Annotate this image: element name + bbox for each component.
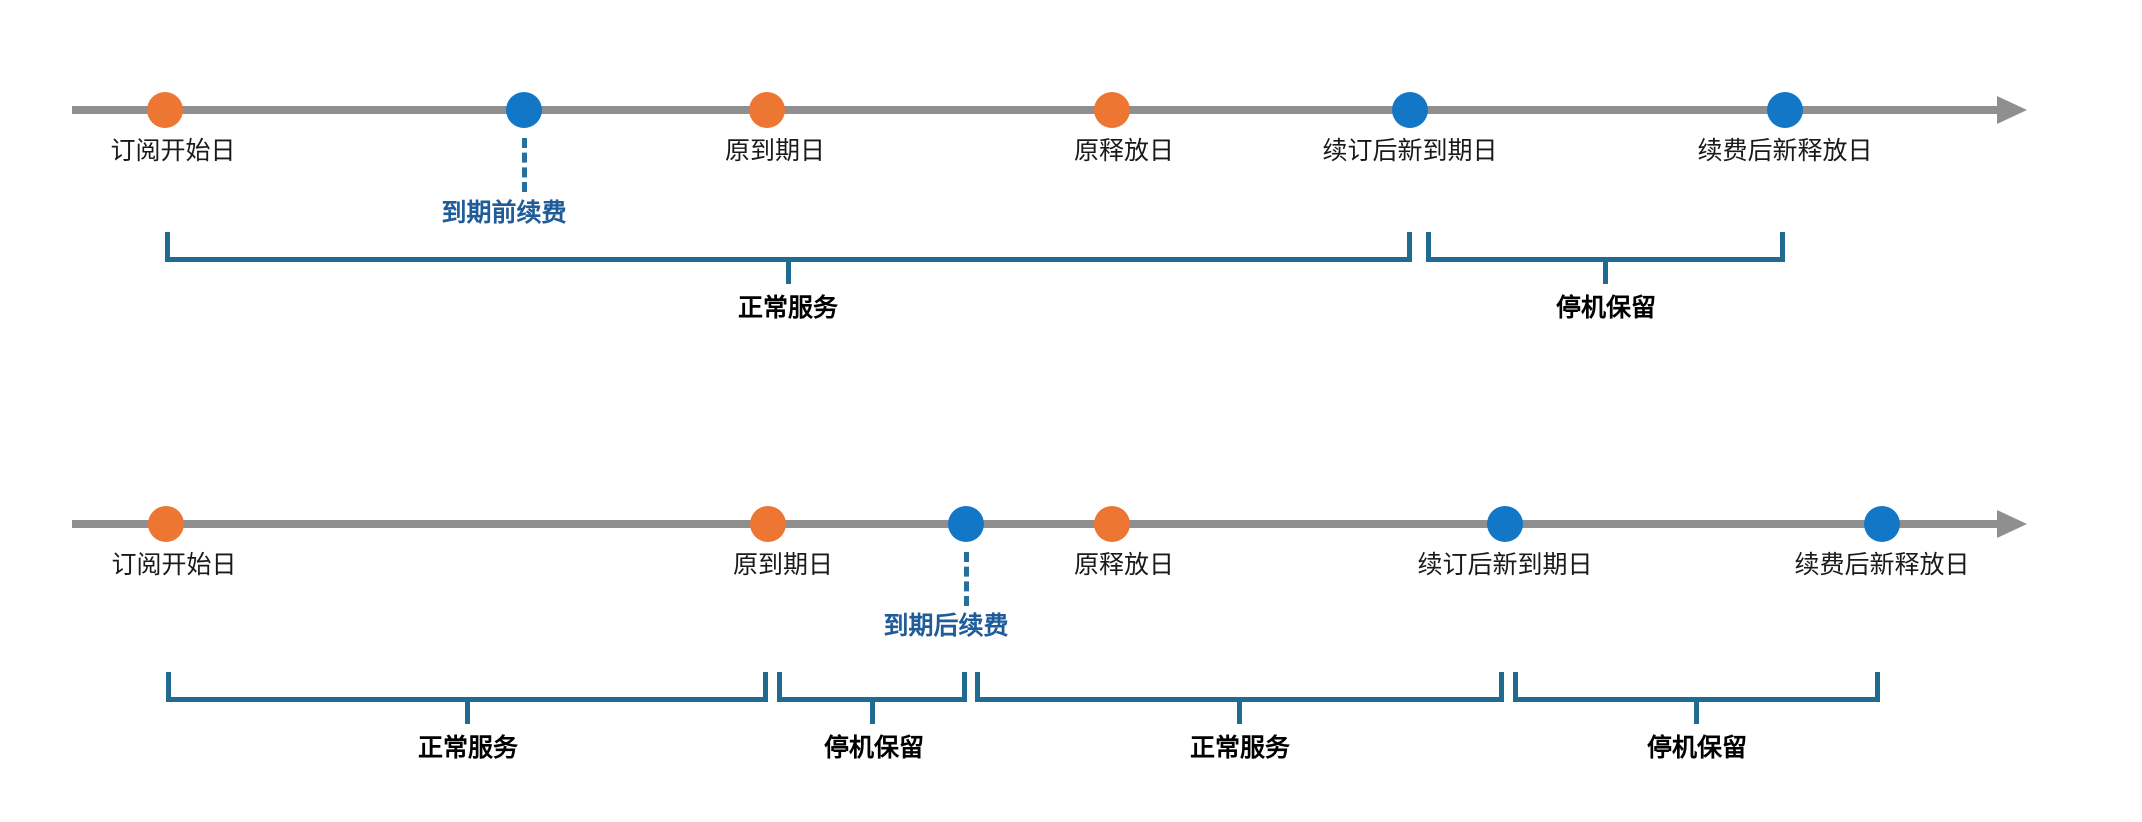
bracket-normal-service-2-label: 正常服务 <box>1189 734 1291 762</box>
point-original-release-dot <box>1094 506 1130 542</box>
bracket-shutdown-retention-2-tick <box>1694 702 1699 724</box>
renewal-marker-label: 到期后续费 <box>883 612 1009 640</box>
point-original-release-label: 原释放日 <box>1073 551 1175 579</box>
point-new-expiry-dot <box>1487 506 1523 542</box>
point-original-release-dot <box>1094 92 1130 128</box>
point-new-expiry-label: 续订后新到期日 <box>1417 551 1593 579</box>
bracket-shutdown-retention-1-label: 停机保留 <box>823 734 925 762</box>
point-new-release-label: 续费后新释放日 <box>1697 137 1873 165</box>
point-subscription-start-label: 订阅开始日 <box>110 137 236 165</box>
renewal-marker-label: 到期前续费 <box>441 199 567 227</box>
bracket-shutdown-retention-1 <box>777 672 967 702</box>
point-new-expiry-dot <box>1392 92 1428 128</box>
bracket-shutdown-retention-2-label: 停机保留 <box>1646 734 1748 762</box>
bracket-shutdown-retention-1-tick <box>870 702 875 724</box>
bracket-normal-service-1-tick <box>465 702 470 724</box>
bracket-normal-service-2 <box>975 672 1504 702</box>
point-original-release-label: 原释放日 <box>1073 137 1175 165</box>
renewal-dashed-connector <box>963 552 969 606</box>
bracket-shutdown-retention-label: 停机保留 <box>1555 294 1657 322</box>
bracket-shutdown-retention-tick <box>1603 262 1608 284</box>
bracket-shutdown-retention-2 <box>1513 672 1880 702</box>
bracket-normal-service-label: 正常服务 <box>737 294 839 322</box>
point-original-expiry-dot <box>750 506 786 542</box>
point-subscription-start-dot <box>147 92 183 128</box>
arrow-right-icon <box>1997 96 2027 124</box>
point-original-expiry-label: 原到期日 <box>732 551 834 579</box>
point-new-release-dot <box>1767 92 1803 128</box>
point-renewal-action-dot <box>506 92 542 128</box>
point-new-release-dot <box>1864 506 1900 542</box>
point-subscription-start-label: 订阅开始日 <box>111 551 237 579</box>
bracket-normal-service-tick <box>786 262 791 284</box>
point-original-expiry-dot <box>749 92 785 128</box>
point-subscription-start-dot <box>148 506 184 542</box>
bracket-normal-service-2-tick <box>1237 702 1242 724</box>
bracket-shutdown-retention <box>1426 232 1785 262</box>
bracket-normal-service-1 <box>166 672 768 702</box>
bracket-normal-service-1-label: 正常服务 <box>417 734 519 762</box>
renewal-dashed-connector <box>521 138 527 192</box>
point-renewal-action-dot <box>948 506 984 542</box>
point-new-release-label: 续费后新释放日 <box>1794 551 1970 579</box>
point-new-expiry-label: 续订后新到期日 <box>1322 137 1498 165</box>
bracket-normal-service <box>165 232 1412 262</box>
point-original-expiry-label: 原到期日 <box>724 137 826 165</box>
timeline-axis <box>72 520 2000 528</box>
arrow-right-icon <box>1997 510 2027 538</box>
timeline-axis <box>72 106 2000 114</box>
